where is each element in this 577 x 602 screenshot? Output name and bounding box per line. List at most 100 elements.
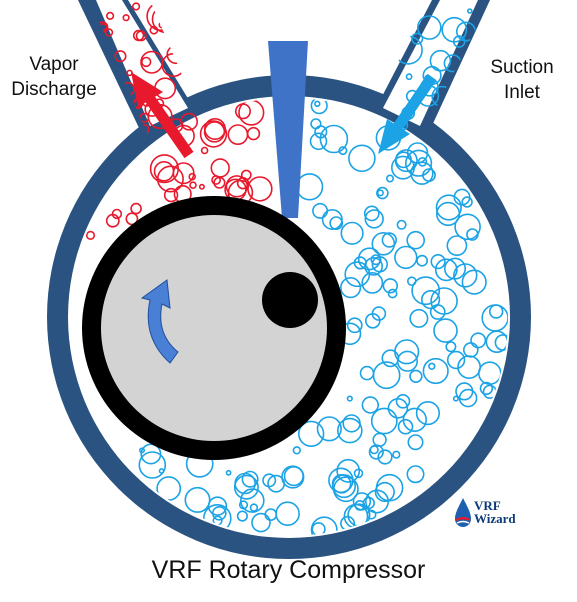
bubble	[387, 397, 409, 419]
bubble	[357, 247, 381, 271]
bubble	[225, 175, 249, 198]
bubble	[383, 5, 404, 26]
bubble	[105, 11, 115, 20]
bubble	[461, 196, 473, 208]
bubble	[241, 470, 259, 488]
bubble	[200, 146, 209, 155]
bubble	[434, 258, 458, 282]
bubble	[314, 100, 321, 108]
bubble	[344, 261, 371, 288]
bubble	[411, 32, 424, 45]
bubble	[374, 481, 395, 503]
bubble	[382, 278, 398, 294]
arrow-up-left-icon	[131, 72, 194, 159]
bubble	[411, 276, 441, 306]
bubble	[396, 219, 407, 230]
bubble	[390, 155, 415, 180]
bubble	[451, 107, 462, 118]
bubble	[446, 350, 466, 370]
bubble	[114, 50, 127, 63]
bubble	[125, 212, 139, 226]
bubble	[146, 1, 176, 31]
bubble	[138, 451, 167, 479]
bubble	[188, 172, 196, 181]
arrow-down-left-icon	[378, 73, 437, 154]
water-drop-icon	[455, 498, 471, 527]
bubble	[422, 168, 436, 182]
vapor-discharge-label: Vapor Discharge	[4, 52, 104, 102]
bubble	[433, 318, 458, 343]
bubble	[198, 183, 205, 190]
vapor-label-line2: Discharge	[11, 79, 97, 100]
eccentric-shaft	[262, 272, 318, 328]
bubble	[199, 120, 228, 148]
bubble	[105, 213, 120, 228]
bubble	[104, 28, 114, 37]
bubble	[249, 503, 259, 512]
bubble	[445, 341, 457, 353]
bubble	[416, 15, 442, 40]
bubble	[362, 496, 375, 510]
bubble	[346, 317, 363, 334]
bubble	[466, 8, 473, 14]
bubble	[473, 39, 486, 52]
bubble	[397, 418, 414, 435]
bubble	[310, 118, 322, 130]
bubble	[385, 174, 394, 183]
bubble	[371, 306, 387, 321]
curved-rotation-arrow-icon	[140, 279, 179, 364]
bubble	[328, 467, 354, 494]
bubble	[422, 357, 449, 385]
bubble	[392, 450, 401, 459]
bubble	[461, 269, 487, 295]
bubble	[452, 35, 466, 48]
bubble	[361, 271, 384, 294]
logo-line1: VRF	[474, 498, 501, 513]
bubble	[240, 488, 265, 513]
bubble	[340, 221, 364, 245]
bubble	[184, 486, 211, 513]
bubble	[376, 189, 384, 197]
bubble	[463, 55, 480, 73]
suction-label-line1: Suction	[490, 57, 554, 78]
bubble	[470, 332, 487, 349]
bubble	[309, 132, 328, 151]
bubble	[251, 512, 271, 533]
bubble	[340, 277, 362, 299]
bubble	[275, 501, 300, 527]
bubble	[363, 205, 380, 222]
bubble	[238, 500, 249, 510]
bubble	[452, 395, 459, 402]
bubble	[233, 474, 259, 500]
vane	[268, 41, 308, 218]
bubble	[494, 334, 508, 351]
bubble	[130, 202, 142, 215]
bubble	[415, 401, 441, 426]
bubble	[406, 142, 429, 164]
bubble	[407, 434, 424, 451]
bubble	[370, 407, 398, 435]
bubble	[374, 26, 396, 48]
suction-label-line2: Inlet	[504, 82, 540, 103]
bubble	[428, 362, 436, 370]
bubble	[405, 73, 413, 81]
bubble	[454, 213, 481, 241]
bubble	[122, 14, 130, 22]
bubble	[153, 161, 175, 182]
diagram-title: VRF Rotary Compressor	[151, 556, 426, 584]
bubble	[466, 228, 479, 241]
bubble	[381, 232, 397, 248]
bubble	[446, 235, 468, 257]
bubble	[366, 509, 377, 520]
bubble	[364, 209, 384, 229]
bubble	[406, 230, 426, 250]
bubble	[132, 2, 141, 11]
bubble	[247, 176, 273, 202]
bubble	[353, 468, 364, 479]
bubble	[236, 510, 248, 522]
bubble	[405, 149, 433, 177]
bubble	[210, 158, 230, 178]
bubble	[336, 458, 361, 483]
